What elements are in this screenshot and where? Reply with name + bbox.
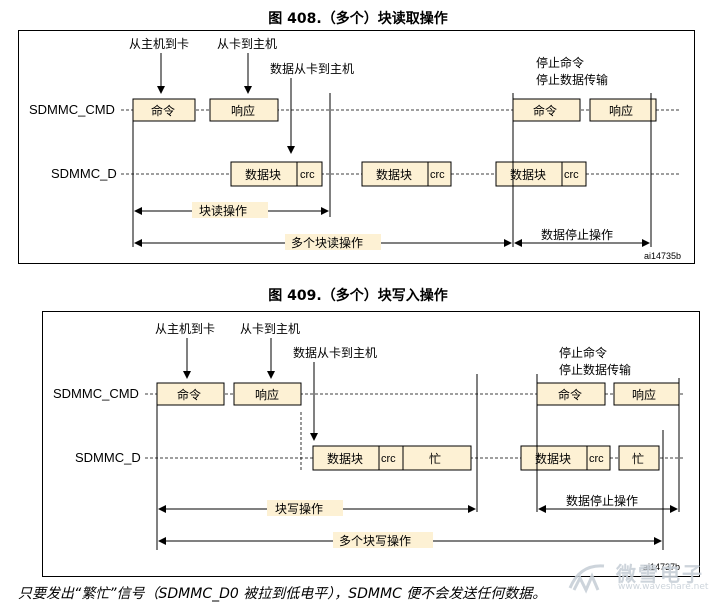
watermark-main: 微雪电子 xyxy=(616,562,704,586)
span-multi-label-bg xyxy=(333,532,433,548)
data-block-1 xyxy=(230,161,298,187)
watermark-logo-icon xyxy=(568,564,605,594)
ann-data-card-to-host: 数据从卡到主机 xyxy=(293,345,377,360)
figure-409-title: 图 409.（多个）块写入操作 xyxy=(268,288,448,304)
watermark: 微雪电子 www.waveshare.net xyxy=(566,552,709,602)
ann-stop-transfer: 停止数据传输 xyxy=(559,362,631,377)
span-block-label-bg xyxy=(267,500,343,516)
resp-box-label: 响应 xyxy=(255,387,279,402)
data-block-2 xyxy=(361,161,429,187)
span-block-label: 块写操作 xyxy=(275,501,323,516)
cmd-box-label: 命令 xyxy=(151,103,175,118)
ann-stop-cmd: 停止命令 xyxy=(559,345,607,360)
figure-ref: ai14735b xyxy=(644,251,681,261)
data-block-2 xyxy=(520,445,588,471)
read-timing-svg: .lbl { font-family: "DejaVu Sans", sans-… xyxy=(29,37,681,261)
caption-note: 只要发出“繁忙”信号（SDMMC_D0 被拉到低电平），SDMMC 便不会发送任… xyxy=(18,586,547,602)
ann-host-to-card: 从主机到卡 xyxy=(129,37,189,51)
watermark-sub: www.waveshare.net xyxy=(618,582,709,592)
crc-2-label: crc xyxy=(430,169,445,181)
crc-block-3 xyxy=(561,161,587,187)
stop-cmd-box-label: 命令 xyxy=(533,103,557,118)
stop-resp-box xyxy=(589,98,657,122)
crc-1-label: crc xyxy=(300,169,315,181)
data-block-1-label: 数据块 xyxy=(245,167,281,182)
crc-block-2 xyxy=(586,445,611,471)
ann-host-to-card: 从主机到卡 xyxy=(155,322,215,336)
ann-card-to-host: 从卡到主机 xyxy=(217,37,277,51)
resp-box xyxy=(209,98,279,122)
signal-d-label: SDMMC_D xyxy=(51,166,117,181)
signal-cmd-label: SDMMC_CMD xyxy=(53,386,139,401)
span-stop-label: 数据停止操作 xyxy=(541,227,613,242)
resp-box-label: 响应 xyxy=(231,103,255,118)
busy-1-label: 忙 xyxy=(429,452,441,466)
data-block-3 xyxy=(495,161,563,187)
span-multi-label-bg xyxy=(285,234,381,250)
cmd-box-label: 命令 xyxy=(177,387,201,402)
stop-cmd-box-label: 命令 xyxy=(558,387,582,402)
span-stop-label-bg xyxy=(538,226,624,242)
ann-data-card-to-host: 数据从卡到主机 xyxy=(270,61,354,76)
signal-cmd-label: SDMMC_CMD xyxy=(29,102,115,117)
crc-1-label: crc xyxy=(381,453,396,465)
data-block-2-label: 数据块 xyxy=(535,451,571,466)
cmd-box xyxy=(156,382,225,406)
crc-block-1 xyxy=(296,161,323,187)
stop-resp-box-label: 响应 xyxy=(632,387,656,402)
crc-2-label: crc xyxy=(589,453,604,465)
data-block-1-label: 数据块 xyxy=(327,451,363,466)
data-block-3-label: 数据块 xyxy=(510,167,546,182)
span-stop-label: 数据停止操作 xyxy=(566,493,638,508)
busy-block-2 xyxy=(618,445,660,471)
figure-ref: ai14737b xyxy=(643,562,680,572)
busy-block-1 xyxy=(402,445,472,471)
crc-3-label: crc xyxy=(564,169,579,181)
data-block-1 xyxy=(312,445,380,471)
cmd-box xyxy=(132,98,196,122)
span-block-label-bg xyxy=(192,202,268,218)
ann-card-to-host: 从卡到主机 xyxy=(240,322,300,336)
write-timing-svg: .lbl { font-family: "DejaVu Sans", sans-… xyxy=(53,322,683,572)
ann-stop-cmd: 停止命令 xyxy=(536,55,584,70)
span-stop-label-bg xyxy=(563,492,649,508)
stop-resp-box-label: 响应 xyxy=(609,103,633,118)
span-block-label: 块读操作 xyxy=(199,203,247,218)
data-block-2-label: 数据块 xyxy=(376,167,412,182)
figure-408-diagram: .lbl { font-family: "DejaVu Sans", sans-… xyxy=(18,30,695,264)
busy-2-label: 忙 xyxy=(632,452,644,466)
crc-block-1 xyxy=(378,445,404,471)
span-multi-label: 多个块写操作 xyxy=(339,533,411,548)
resp-box xyxy=(233,382,302,406)
signal-d-label: SDMMC_D xyxy=(75,450,141,465)
crc-block-2 xyxy=(427,161,452,187)
span-multi-label: 多个块读操作 xyxy=(291,235,363,250)
figure-409-diagram: .lbl { font-family: "DejaVu Sans", sans-… xyxy=(42,311,700,577)
ann-stop-transfer: 停止数据传输 xyxy=(536,72,608,87)
figure-408-title: 图 408.（多个）块读取操作 xyxy=(268,11,448,27)
